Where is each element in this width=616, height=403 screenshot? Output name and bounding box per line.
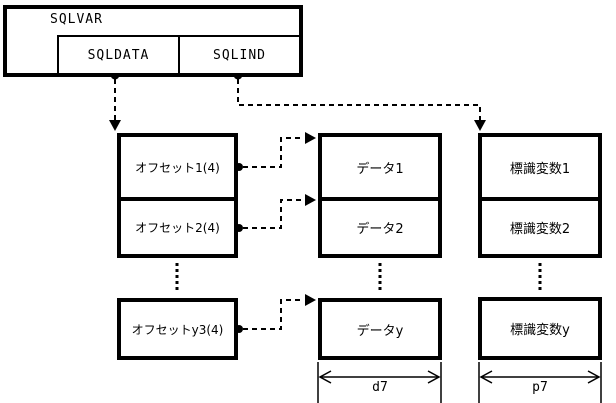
indicator-width-label: p7 <box>532 380 548 395</box>
offset1-arrowhead <box>305 132 316 144</box>
indicator-table: 標識変数1 標識変数2 <box>478 133 602 258</box>
data-dim-arrowhead-right <box>427 370 441 384</box>
indicator-row-y: 標識変数y <box>478 297 602 360</box>
sqlind-arrowhead <box>474 120 486 131</box>
sqlvar-pointer-cells: SQLDATA SQLIND <box>57 35 299 73</box>
offsety-arrowhead <box>305 294 316 306</box>
offset-row-2: オフセット2(4) <box>135 221 220 235</box>
data-dim-arrowhead-left <box>318 370 332 384</box>
sqldata-arrowhead <box>109 120 121 131</box>
offset-table: オフセット1(4) オフセット2(4) <box>117 133 238 258</box>
data-width-label: d7 <box>372 380 388 395</box>
sqlind-cell: SQLIND <box>213 47 266 63</box>
data-row-2: データ2 <box>356 222 404 237</box>
indicator-row-2: 標識変数2 <box>509 222 571 237</box>
sqlind-pointer-line <box>237 79 481 122</box>
indicator-row-1: 標識変数1 <box>482 137 598 201</box>
sqlvar-title: SQLVAR <box>50 12 103 27</box>
data-table: データ1 データ2 <box>318 133 442 258</box>
sqldata-cell: SQLDATA <box>59 37 180 73</box>
indicator-dim-arrowhead-left <box>479 370 493 384</box>
offset2-pointer-line <box>243 199 304 229</box>
indicator-dim-arrowhead-right <box>587 370 601 384</box>
data-row-y: データy <box>318 298 442 360</box>
offsety-pointer-line <box>243 299 304 330</box>
offset1-pointer-line <box>243 137 304 168</box>
offset-row-y: オフセットy3(4) <box>117 298 238 360</box>
data-row-1: データ1 <box>322 137 438 201</box>
offset2-arrowhead <box>305 194 316 206</box>
offset-row-1: オフセット1(4) <box>121 137 234 201</box>
